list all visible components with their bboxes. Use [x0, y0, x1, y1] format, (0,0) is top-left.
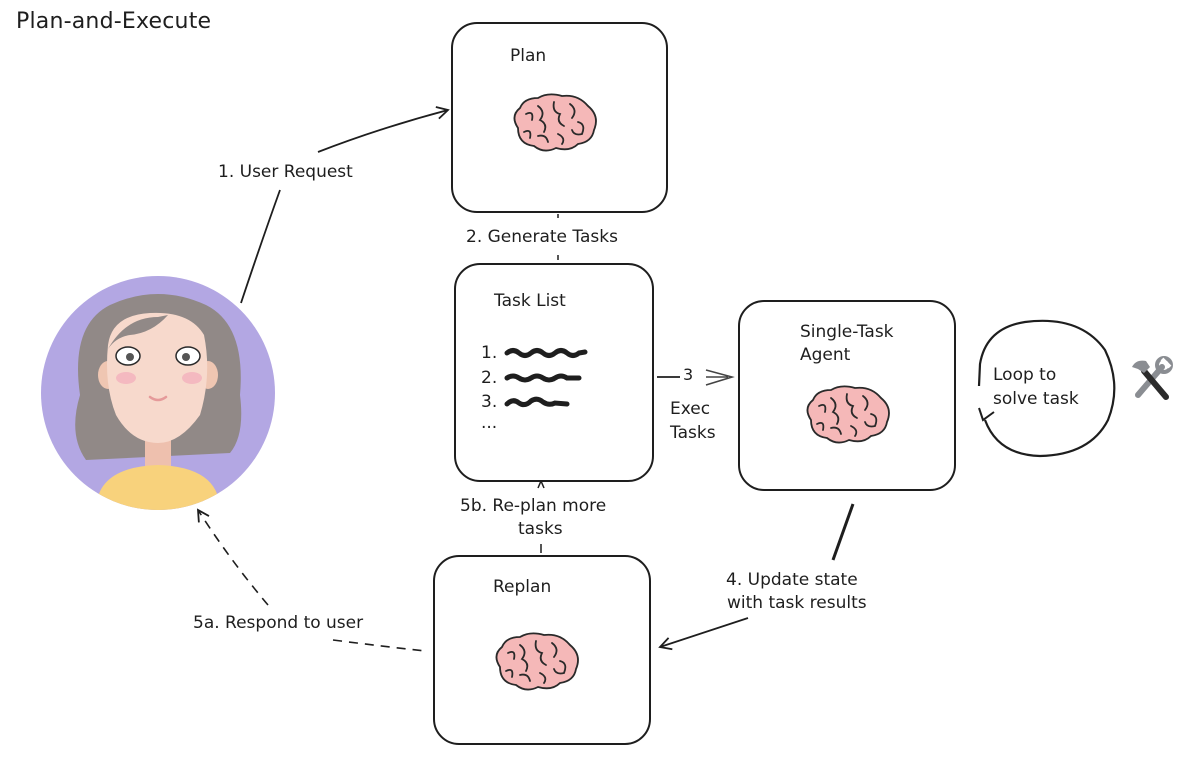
edge-label-replan-line1: 5b. Re-plan more	[460, 496, 607, 516]
task-item: 3.	[481, 392, 573, 412]
edge-exec-tasks-head	[705, 369, 735, 386]
loop-arrowhead	[978, 407, 995, 422]
task-list-ellipsis: ...	[481, 413, 498, 433]
edge-label-exec-line1: Exec	[670, 399, 711, 419]
edge-label-user-request: 1. User Request	[218, 162, 353, 182]
task-item: 2.	[481, 368, 583, 388]
plan-label: Plan	[510, 46, 547, 66]
task-item-number: 2.	[481, 368, 498, 388]
task-item-number: 1.	[481, 343, 498, 363]
agent-label-line1: Single-Task	[800, 322, 894, 342]
edge-respond-upper	[196, 508, 269, 606]
brain-icon	[801, 384, 893, 450]
brain-svg	[495, 632, 579, 691]
brain-svg	[513, 93, 597, 152]
edge-label-respond: 5a. Respond to user	[193, 613, 364, 633]
task-list-label: Task List	[494, 291, 566, 311]
brain-svg	[806, 385, 890, 444]
edge-update-state-upper	[831, 503, 855, 561]
edge-label-replan-line2: tasks	[518, 519, 563, 539]
loop-circle	[977, 319, 1116, 458]
edge-label-generate-tasks: 2. Generate Tasks	[466, 227, 618, 247]
replan-label: Replan	[493, 577, 552, 597]
edge-respond-lower	[332, 639, 426, 652]
avatar-svg	[41, 276, 275, 510]
replan-node[interactable]: Replan	[433, 555, 651, 745]
brain-icon	[490, 631, 582, 697]
plan-node[interactable]: Plan	[451, 22, 668, 213]
hammer-and-wrench-icon	[1126, 355, 1174, 407]
task-item-number: 3.	[481, 392, 498, 412]
task-list-node[interactable]: Task List 1. 2. 3. ...	[454, 263, 654, 482]
edge-update-state-lower	[658, 617, 749, 651]
loop-label-line2: solve task	[993, 389, 1079, 409]
edge-replan-more-head	[537, 479, 545, 489]
task-scribble	[504, 348, 588, 358]
task-item: 1.	[481, 343, 589, 363]
edge-label-update-line1: 4. Update state	[726, 570, 858, 590]
loop-label-line1: Loop to	[993, 365, 1057, 385]
tools-svg	[1132, 356, 1173, 400]
single-task-agent-node[interactable]: Single-Task Agent	[738, 300, 956, 491]
task-scribble	[504, 373, 582, 383]
task-scribble	[504, 396, 570, 408]
edge-label-update-line2: with task results	[727, 593, 867, 613]
brain-icon	[508, 92, 600, 158]
edge-user-request-upper	[317, 106, 450, 153]
edge-label-exec-line2: Tasks	[670, 423, 716, 443]
user-avatar	[40, 275, 276, 515]
agent-label-line2: Agent	[800, 345, 851, 365]
diagram-title: Plan-and-Execute	[16, 9, 212, 34]
edge-user-request-lower	[240, 189, 281, 304]
edge-label-exec-number: 3	[683, 365, 694, 384]
